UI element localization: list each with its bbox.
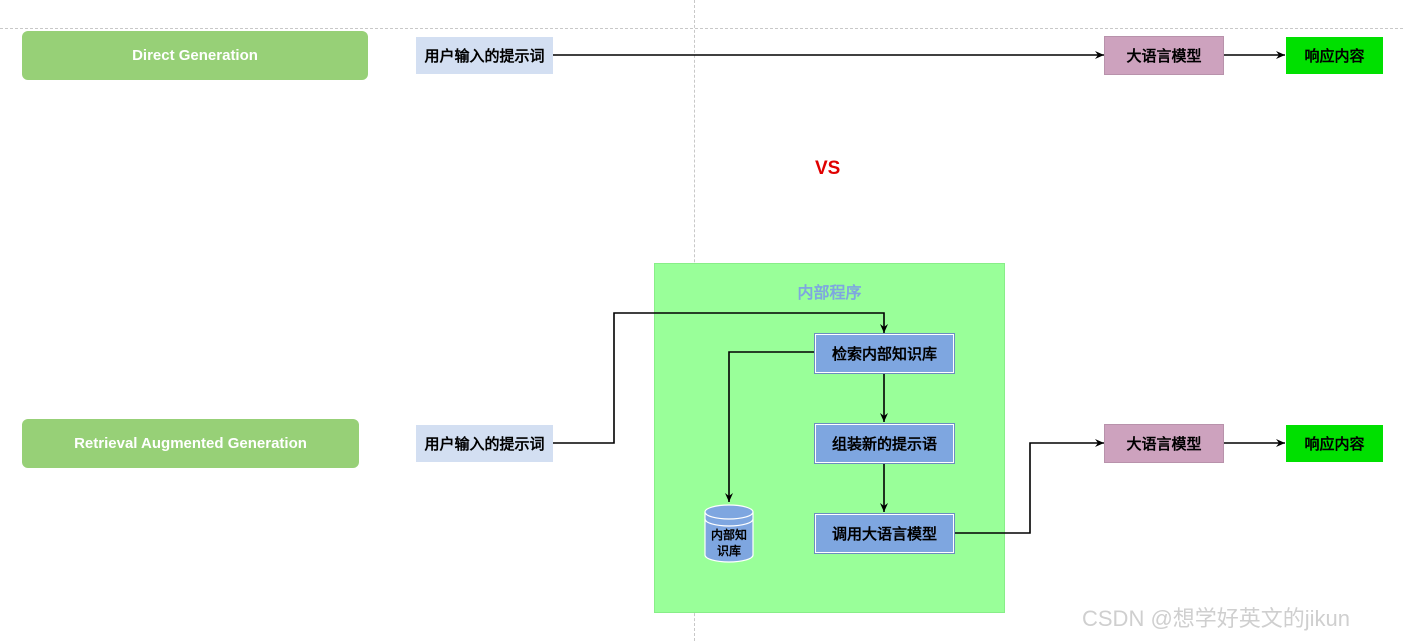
llm-box-bottom: 大语言模型 — [1104, 424, 1224, 463]
step-retrieve-knowledge: 检索内部知识库 — [815, 334, 954, 373]
response-box-bottom: 响应内容 — [1286, 425, 1383, 462]
rag-label: Retrieval Augmented Generation — [22, 419, 359, 468]
user-prompt-box-bottom: 用户输入的提示词 — [416, 425, 553, 462]
user-prompt-box-top: 用户输入的提示词 — [416, 37, 553, 74]
response-box-top: 响应内容 — [1286, 37, 1383, 74]
group-title: 内部程序 — [797, 283, 862, 302]
database-label-line1: 内部知 — [711, 527, 747, 542]
database-label-line2: 识库 — [717, 543, 741, 558]
step-assemble-prompt: 组装新的提示语 — [815, 424, 954, 463]
vs-text: VS — [815, 158, 841, 179]
arrow-prompt-to-retrieve — [553, 312, 888, 444]
guide-line-horizontal — [0, 28, 1403, 29]
watermark-text: CSDN @想学好英文的jikun — [1082, 606, 1351, 631]
llm-box-top: 大语言模型 — [1104, 36, 1224, 75]
arrow-retrieve-to-database — [725, 351, 815, 502]
arrow-call-to-llm — [955, 439, 1104, 534]
database-cylinder-icon: 内部知 识库 — [704, 504, 754, 563]
step-call-llm: 调用大语言模型 — [815, 514, 954, 553]
direct-generation-label: Direct Generation — [22, 31, 368, 80]
